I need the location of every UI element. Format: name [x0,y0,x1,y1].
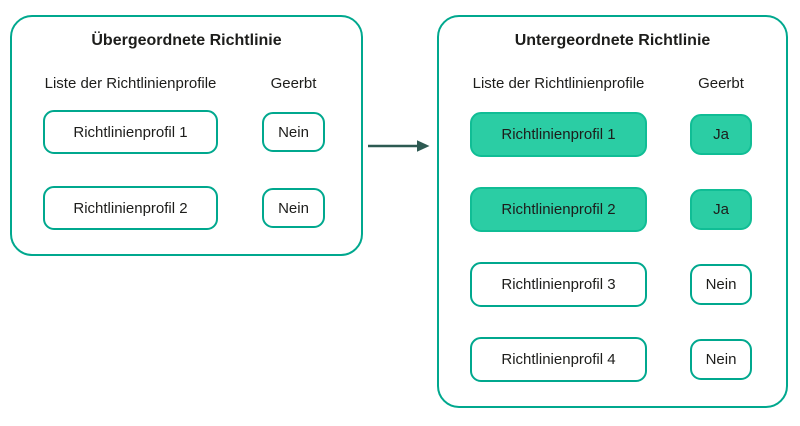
parent-panel-title: Übergeordnete Richtlinie [91,32,282,49]
child-column-headers: Liste der Richtlinienprofile Geerbt [470,75,752,93]
profile-row: Richtlinienprofil 4 Nein [470,337,752,382]
profiles-column-header: Liste der Richtlinienprofile [44,75,217,92]
inherited-status-box: Ja [690,189,752,230]
policy-profile-label: Richtlinienprofil 2 [501,201,616,218]
parent-column-headers: Liste der Richtlinienprofile Geerbt [43,75,325,93]
inherited-status-box: Nein [690,264,752,305]
policy-profile-box: Richtlinienprofil 2 [470,187,647,232]
inherited-column-header: Geerbt [270,75,317,92]
policy-profile-label: Richtlinienprofil 1 [73,123,188,141]
policy-profile-box: Richtlinienprofil 2 [43,186,218,230]
policy-profile-label: Richtlinienprofil 2 [73,199,188,217]
profile-row: Richtlinienprofil 2 Ja [470,187,752,232]
policy-profile-label: Richtlinienprofil 3 [501,276,616,293]
inherited-status-label: Nein [705,351,737,368]
inherited-status-box: Nein [690,339,752,380]
inherited-status-label: Nein [705,276,737,293]
child-profile-rows: Richtlinienprofil 1 Ja Richtlinienprofil… [470,112,752,382]
inherited-status-label: Ja [713,126,729,143]
parent-policy-panel: Übergeordnete Richtlinie Liste der Richt… [10,15,363,256]
inherited-status-label: Nein [278,123,309,141]
inheritance-arrow [368,140,430,152]
profiles-column-header: Liste der Richtlinienprofile [472,75,645,92]
child-panel-title: Untergeordnete Richtlinie [514,32,711,49]
profile-row: Richtlinienprofil 3 Nein [470,262,752,307]
child-policy-panel: Untergeordnete Richtlinie Liste der Rich… [437,15,788,408]
inherited-status-label: Ja [713,201,729,218]
inherited-status-label: Nein [278,199,309,217]
inherited-status-box: Nein [262,188,325,228]
inherited-column-header: Geerbt [698,75,744,92]
inherited-status-box: Nein [262,112,325,152]
policy-profile-box: Richtlinienprofil 4 [470,337,647,382]
policy-profile-box: Richtlinienprofil 1 [470,112,647,157]
policy-profile-label: Richtlinienprofil 1 [501,126,616,143]
policy-profile-box: Richtlinienprofil 3 [470,262,647,307]
policy-profile-label: Richtlinienprofil 4 [501,351,616,368]
parent-profile-rows: Richtlinienprofil 1 Nein Richtlinienprof… [43,110,325,230]
profile-row: Richtlinienprofil 1 Ja [470,112,752,157]
profile-row: Richtlinienprofil 2 Nein [43,186,325,230]
profile-row: Richtlinienprofil 1 Nein [43,110,325,154]
policy-profile-box: Richtlinienprofil 1 [43,110,218,154]
inherited-status-box: Ja [690,114,752,155]
